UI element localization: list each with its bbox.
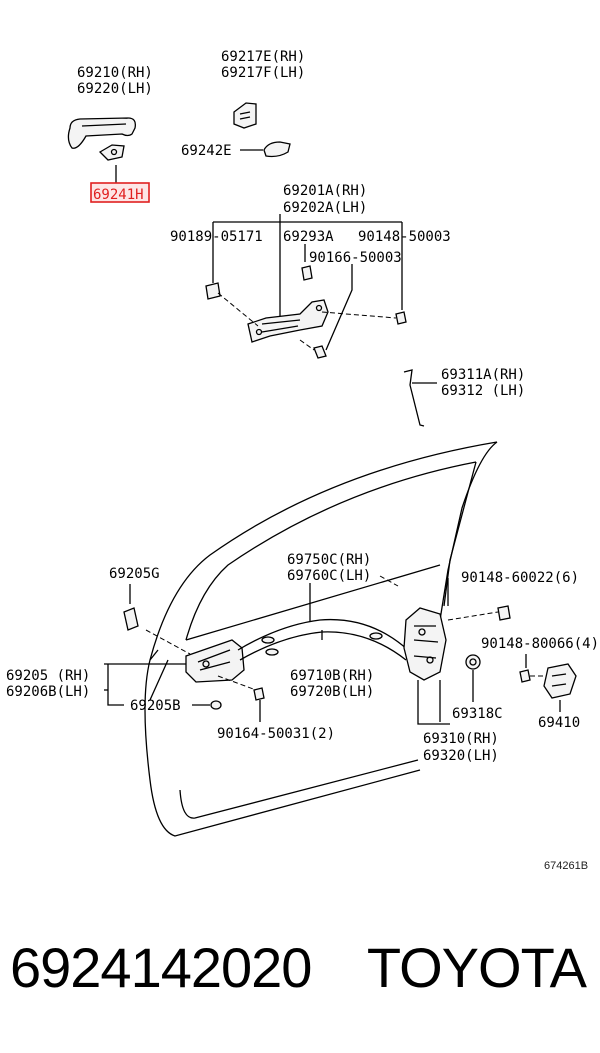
lock-cables — [237, 618, 409, 661]
label-69312: 69312 (LH) — [441, 383, 525, 399]
label-90164: 90164-50031(2) — [217, 726, 335, 742]
label-69710B: 69710B(RH) — [290, 668, 374, 684]
label-69720B: 69720B(LH) — [290, 684, 374, 700]
label-90148-80066: 90148-80066(4) — [481, 636, 599, 652]
label-90189: 90189-05171 — [170, 229, 263, 245]
label-69242E: 69242E — [181, 143, 232, 159]
label-69202A: 69202A(LH) — [283, 200, 367, 216]
label-69293A: 69293A — [283, 229, 334, 245]
door-lock-assembly — [403, 607, 447, 681]
parts-diagram: 69210(RH) 69220(LH) 69241H 69217E(RH) 69… — [6, 49, 599, 837]
label-69320: 69320(LH) — [423, 748, 499, 764]
label-69201A: 69201A(RH) — [283, 183, 367, 199]
label-69217E: 69217E(RH) — [221, 49, 305, 65]
label-69220: 69220(LH) — [77, 81, 153, 97]
clip-69293A — [301, 265, 313, 281]
label-69206B: 69206B(LH) — [6, 684, 90, 700]
label-69205B: 69205B — [130, 698, 181, 714]
label-69217F: 69217F(LH) — [221, 65, 305, 81]
cylinder-cover — [263, 141, 291, 158]
handle-cover — [233, 102, 257, 129]
label-69318C: 69318C — [452, 706, 503, 722]
figure-code: 674261B — [544, 860, 589, 872]
label-69205: 69205 (RH) — [6, 668, 90, 684]
outside-handle — [67, 117, 136, 149]
handle-pad — [98, 144, 125, 161]
label-90148-50003: 90148-50003 — [358, 229, 451, 245]
screw-90166 — [313, 345, 327, 359]
door-outline — [144, 441, 498, 837]
plug-69205B — [210, 700, 222, 710]
label-69760C: 69760C(LH) — [287, 568, 371, 584]
label-69310: 69310(RH) — [423, 731, 499, 747]
bolt-90148-50003 — [395, 311, 407, 325]
label-69205G: 69205G — [109, 566, 160, 582]
footer: 6924142020 TOYOTA — [0, 935, 600, 1005]
label-69750C: 69750C(RH) — [287, 552, 371, 568]
label-69410: 69410 — [538, 715, 580, 731]
label-69241-highlighted: 69241H — [93, 187, 144, 203]
door-striker — [543, 663, 577, 699]
handle-frame — [247, 299, 329, 343]
part-number: 6924142020 — [10, 936, 312, 999]
lock-rod — [403, 369, 425, 427]
clip-90189 — [205, 282, 221, 300]
label-69311A: 69311A(RH) — [441, 367, 525, 383]
bolt-90148-60022 — [497, 605, 511, 621]
highlight-box — [90, 182, 150, 203]
handle-bezel-69205G — [123, 607, 139, 631]
inside-handle — [185, 639, 245, 683]
label-90166: 90166-50003 — [309, 250, 402, 266]
label-69210: 69210(RH) — [77, 65, 153, 81]
grommet-69318C — [465, 654, 481, 670]
screw-90164 — [253, 687, 265, 701]
label-90148-60022: 90148-60022(6) — [461, 570, 579, 586]
brand-name: TOYOTA — [366, 936, 587, 999]
bolt-90148-80066 — [519, 669, 531, 683]
